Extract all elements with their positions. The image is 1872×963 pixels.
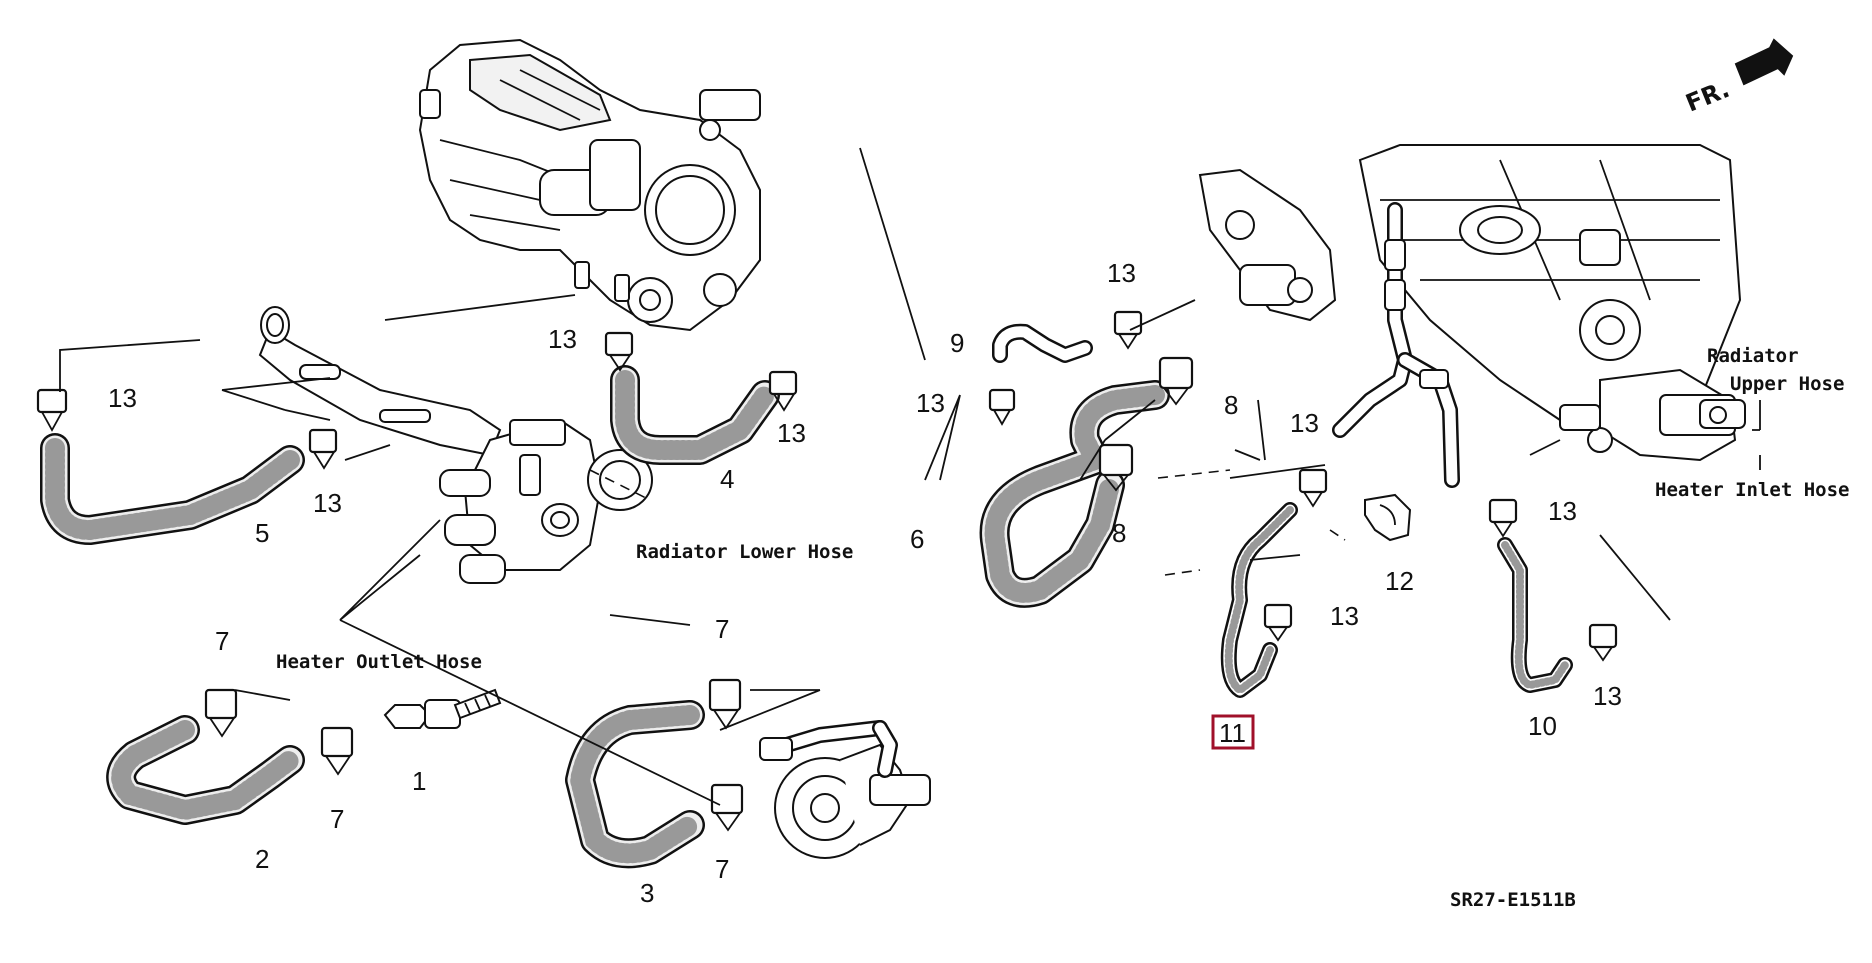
highlighted-part-box (1211, 714, 1255, 750)
water-pipe-drawing (258, 306, 502, 457)
label-heater-outlet-hose: Heater Outlet Hose (276, 651, 482, 673)
callout-13: 13 (777, 418, 806, 448)
callout-13: 13 (1290, 408, 1319, 438)
label-heater-inlet-hose: Heater Inlet Hose (1655, 479, 1849, 501)
front-direction-marker: FR. (1682, 38, 1794, 118)
fr-label: FR. (1682, 75, 1734, 118)
hose-9 (992, 323, 1093, 363)
callout-13: 13 (916, 388, 945, 418)
callout-7: 7 (715, 614, 729, 644)
callout-13: 13 (1593, 681, 1622, 711)
hose-6 (979, 380, 1170, 608)
callout-5: 5 (255, 518, 269, 548)
leader-lines (59, 147, 1761, 806)
intake-manifold-drawing (418, 38, 761, 332)
thermostat-housing-drawing (439, 418, 653, 584)
callout-13: 13 (1548, 496, 1577, 526)
callout-8: 8 (1112, 518, 1126, 548)
callout-1: 1 (412, 766, 426, 796)
callout-2: 2 (255, 844, 269, 874)
callout-7: 7 (215, 626, 229, 656)
hose-5 (40, 433, 305, 545)
bypass-pipe-drawing (1332, 202, 1460, 488)
callout-3: 3 (640, 878, 654, 908)
cylinder-head-drawing (1358, 144, 1746, 462)
callout-8: 8 (1224, 390, 1238, 420)
hose-10 (1497, 537, 1573, 693)
callout-13: 13 (313, 488, 342, 518)
label-radiator-lower-hose: Radiator Lower Hose (636, 541, 853, 563)
label-radiator: Radiator (1707, 345, 1799, 367)
part-1-drawing (383, 688, 502, 729)
hose-2 (106, 715, 305, 825)
diagram-code: SR27-E1511B (1450, 889, 1576, 911)
hose-3 (565, 700, 705, 869)
callout-12: 12 (1385, 566, 1414, 596)
hose-clamps (36, 310, 1618, 832)
engine-bracket-drawing (1198, 168, 1337, 322)
callout-13: 13 (1330, 601, 1359, 631)
callout-7: 7 (330, 804, 344, 834)
callout-13: 13 (1107, 258, 1136, 288)
callout-10: 10 (1528, 711, 1557, 741)
callout-11: 11 (1219, 718, 1246, 748)
callout-7: 7 (715, 854, 729, 884)
callout-13: 13 (548, 324, 577, 354)
label-upper-hose: Upper Hose (1730, 373, 1844, 395)
callout-9: 9 (950, 328, 964, 358)
hose-4 (610, 365, 780, 465)
callout-13: 13 (108, 383, 137, 413)
hose-11 (1220, 502, 1298, 698)
callout-4: 4 (720, 464, 734, 494)
callout-6: 6 (910, 524, 924, 554)
oil-cooler-drawing (759, 720, 931, 859)
part-12-drawing (1364, 493, 1412, 542)
